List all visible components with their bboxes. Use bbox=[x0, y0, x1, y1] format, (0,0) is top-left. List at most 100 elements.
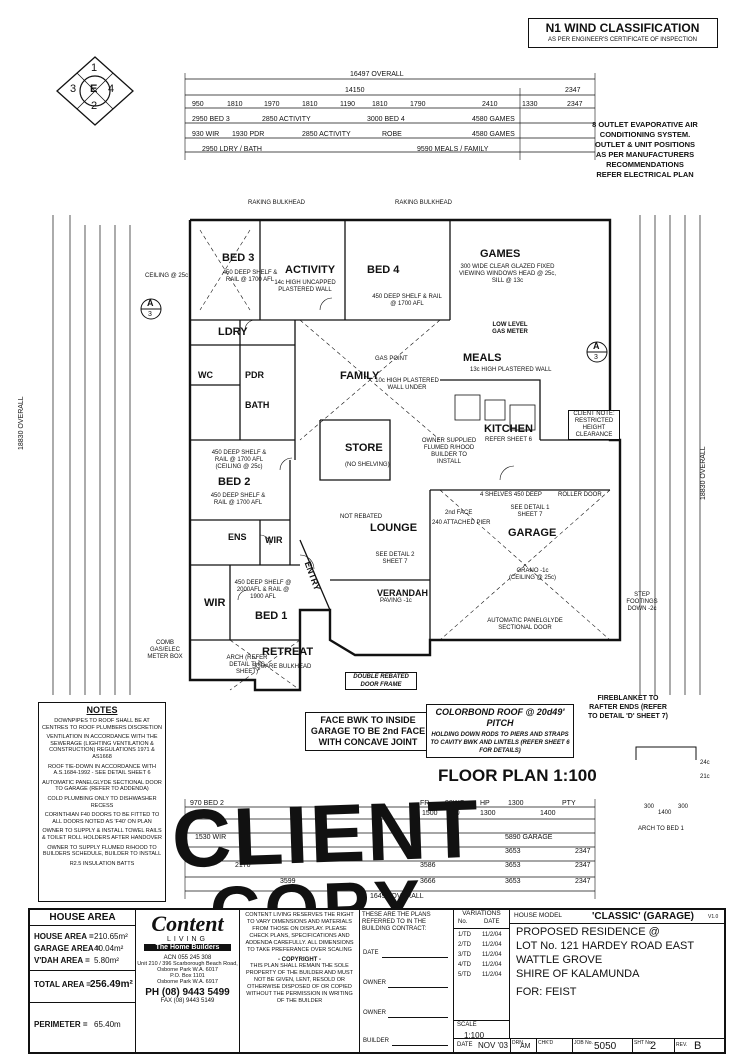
room-kitchen: KITCHEN bbox=[484, 423, 533, 435]
top-dimension-lines bbox=[184, 73, 596, 160]
company-phone: PH (08) 9443 5499 bbox=[145, 987, 230, 998]
room-garage: GARAGE bbox=[508, 527, 557, 539]
room-wc: WC bbox=[198, 370, 213, 380]
signature-panel: THESE ARE THE PLANS REFERRED TO IN THE B… bbox=[360, 910, 454, 1052]
wind-subtitle: AS PER ENGINEER'S CERTIFICATE OF INSPECT… bbox=[548, 37, 697, 43]
company-tag: The Home Builders bbox=[144, 944, 231, 951]
project-client: FOR: FEIST bbox=[516, 986, 577, 998]
compass-n1: 1 bbox=[91, 62, 98, 74]
company-logo: Content bbox=[151, 911, 224, 936]
note-not-rebated: NOT REBATED bbox=[340, 514, 383, 520]
note-store: (NO SHELVING) bbox=[345, 462, 390, 468]
bottom-dimension-lines bbox=[184, 799, 596, 899]
note-see-detail2: SEE DETAIL 2 SHEET 7 bbox=[375, 552, 415, 565]
section-mark-right: A bbox=[593, 341, 600, 351]
note-grano: GRANO -1c (CEILING @ 25c) bbox=[508, 568, 557, 581]
compass-icon bbox=[56, 56, 134, 126]
variations-panel: VARIATIONS No. DATE 1/TD 11/2/04 2/TD 11… bbox=[454, 910, 510, 1052]
note-bed1-shelf: 450 DEEP SHELF @ 2000AFL & RAIL @ 1900 A… bbox=[234, 580, 292, 600]
room-pdr: PDR bbox=[245, 370, 265, 380]
note-client: CLIENT NOTE: RESTRICTED HEIGHT CLEARANCE bbox=[568, 410, 620, 440]
note-fireblanket: FIREBLANKET TO RAFTER ENDS (REFER TO DET… bbox=[588, 695, 668, 720]
note-ceiling: CEILING @ 25c bbox=[145, 273, 189, 279]
room-bed3: BED 3 bbox=[222, 252, 255, 264]
bottom-overall-dim: 16497 OVERALL bbox=[370, 893, 424, 900]
compass-n2: 2 bbox=[91, 100, 98, 112]
title-block: HOUSE AREA HOUSE AREA = 210.65m² GARAGE … bbox=[28, 908, 726, 1054]
project-proposed: PROPOSED RESIDENCE @ bbox=[516, 926, 660, 938]
colorbond-box: COLORBOND ROOF @ 20d49' PITCH HOLDING DO… bbox=[426, 704, 574, 758]
room-bed4: BED 4 bbox=[367, 264, 400, 276]
note-bed4-shelf: 450 DEEP SHELF & RAIL @ 1700 AFL bbox=[372, 294, 442, 307]
company-living: LIVING bbox=[167, 936, 208, 943]
note-double-door: DOUBLE REBATED DOOR FRAME bbox=[345, 672, 417, 690]
sheet-number: 2 bbox=[650, 1040, 657, 1052]
note-low-level: LOW LEVEL GAS METER bbox=[492, 322, 528, 335]
arch-dim-1: 300 bbox=[644, 804, 655, 810]
top-overall-dim: 16497 OVERALL bbox=[350, 71, 404, 78]
floor-plan bbox=[140, 218, 697, 760]
note-second-face: 2nd FACE bbox=[445, 510, 473, 516]
room-family: FAMILY bbox=[340, 370, 380, 382]
note-bed2-shelf2: 450 DEEP SHELF & RAIL @ 1700 AFL bbox=[210, 493, 266, 506]
arch-dim-3: 300 bbox=[678, 804, 689, 810]
room-meals: MEALS bbox=[463, 352, 502, 364]
room-activity: ACTIVITY bbox=[285, 264, 336, 276]
arch-detail-label: ARCH TO BED 1 bbox=[638, 826, 684, 832]
arch-height-1: 24c bbox=[700, 760, 710, 766]
colorbond-title: COLORBOND ROOF @ 20d49' PITCH bbox=[435, 707, 565, 728]
project-lot: LOT No. 121 HARDEY ROAD EAST bbox=[516, 940, 695, 952]
section-mark-left: A bbox=[147, 298, 154, 308]
note-roller-door: ROLLER DOOR bbox=[558, 492, 602, 498]
compass-n4: 4 bbox=[108, 83, 115, 95]
note-attached-pier: 240 ATTACHED PIER bbox=[432, 520, 491, 526]
note-meals: 13c HIGH PLASTERED WALL bbox=[470, 367, 552, 373]
room-ldry: LDRY bbox=[218, 326, 248, 338]
note-owner-supplied: OWNER SUPPLIED FLUMED R/HOOD BUILDER TO … bbox=[421, 438, 477, 465]
aircon-note: 8 OUTLET EVAPORATIVE AIR CONDITIONING SY… bbox=[592, 120, 698, 179]
note-activity: 14c HIGH UNCAPPED PLASTERED WALL bbox=[274, 280, 336, 293]
room-games: GAMES bbox=[480, 248, 521, 260]
note-gas-point: GAS POINT bbox=[375, 356, 408, 362]
left-dimension-lines bbox=[52, 215, 131, 695]
note-comb-gas: COMB GAS/ELEC METER BOX bbox=[147, 640, 183, 660]
room-wir2: WIR bbox=[204, 597, 226, 609]
top-14150-dim: 14150 bbox=[345, 87, 365, 94]
copyright-panel: CONTENT LIVING RESERVES THE RIGHT TO VAR… bbox=[240, 910, 360, 1052]
room-bed1: BED 1 bbox=[255, 610, 288, 622]
compass-n3: 3 bbox=[70, 83, 77, 95]
floor-plan-title: FLOOR PLAN 1:100 bbox=[438, 766, 597, 785]
company-panel: Content LIVING The Home Builders ACN 055… bbox=[136, 910, 240, 1052]
room-store: STORE bbox=[345, 442, 383, 454]
compass-center: E bbox=[90, 83, 98, 95]
note-panelglyde: AUTOMATIC PANELGLYDE SECTIONAL DOOR bbox=[487, 618, 563, 631]
top-2347-dim: 2347 bbox=[565, 87, 581, 94]
project-shire: SHIRE OF KALAMUNDA bbox=[516, 968, 640, 980]
note-shelves: 4 SHELVES 450 DEEP bbox=[480, 492, 542, 498]
colorbond-sub: HOLDING DOWN RODS TO PIERS AND STRAPS TO… bbox=[430, 732, 570, 754]
wind-classification-box: N1 WIND CLASSIFICATION AS PER ENGINEER'S… bbox=[528, 18, 718, 48]
section-mark-right-num: 3 bbox=[594, 354, 598, 361]
note-games: 300 WIDE CLEAR GLAZED FIXED VIEWING WIND… bbox=[458, 264, 557, 284]
room-bath: BATH bbox=[245, 400, 270, 410]
notes-box: NOTES DOWNPIPES TO ROOF SHALL BE AT CENT… bbox=[38, 702, 166, 902]
house-area-panel: HOUSE AREA HOUSE AREA = 210.65m² GARAGE … bbox=[30, 910, 136, 1052]
note-face-bwk: FACE BWK TO INSIDE GARAGE TO BE 2nd FACE… bbox=[305, 712, 431, 751]
arch-dim-2: 1400 bbox=[658, 810, 672, 816]
title-bottom-strip: DATE NOV '03 DRN. AM CHK'D JOB No. 5050 … bbox=[454, 1038, 724, 1053]
project-panel: HOUSE MODEL 'CLASSIC' (GARAGE) V1.0 PROP… bbox=[510, 910, 724, 1052]
room-lounge: LOUNGE bbox=[370, 522, 418, 534]
room-wir: WIR bbox=[265, 535, 283, 545]
note-raking-bulkhead-2: RAKING BULKHEAD bbox=[395, 200, 453, 206]
job-number: 5050 bbox=[594, 1041, 617, 1052]
arch-height-2: 21c bbox=[700, 774, 710, 780]
note-square-bulkhead: SQUARE BULKHEAD bbox=[252, 664, 312, 670]
note-bed2-shelf1: 450 DEEP SHELF & RAIL @ 1700 AFL (CEILIN… bbox=[211, 450, 267, 470]
house-area-title: HOUSE AREA bbox=[30, 910, 135, 926]
room-ens: ENS bbox=[228, 532, 247, 542]
project-suburb: WATTLE GROVE bbox=[516, 954, 603, 966]
right-dimension-lines bbox=[639, 215, 701, 695]
note-kitchen-ref: REFER SHEET 6 bbox=[485, 437, 532, 443]
note-bed3-shelf: 450 DEEP SHELF & RAIL @ 1700 AFL bbox=[222, 270, 278, 283]
room-verandah: VERANDAH bbox=[377, 588, 429, 598]
